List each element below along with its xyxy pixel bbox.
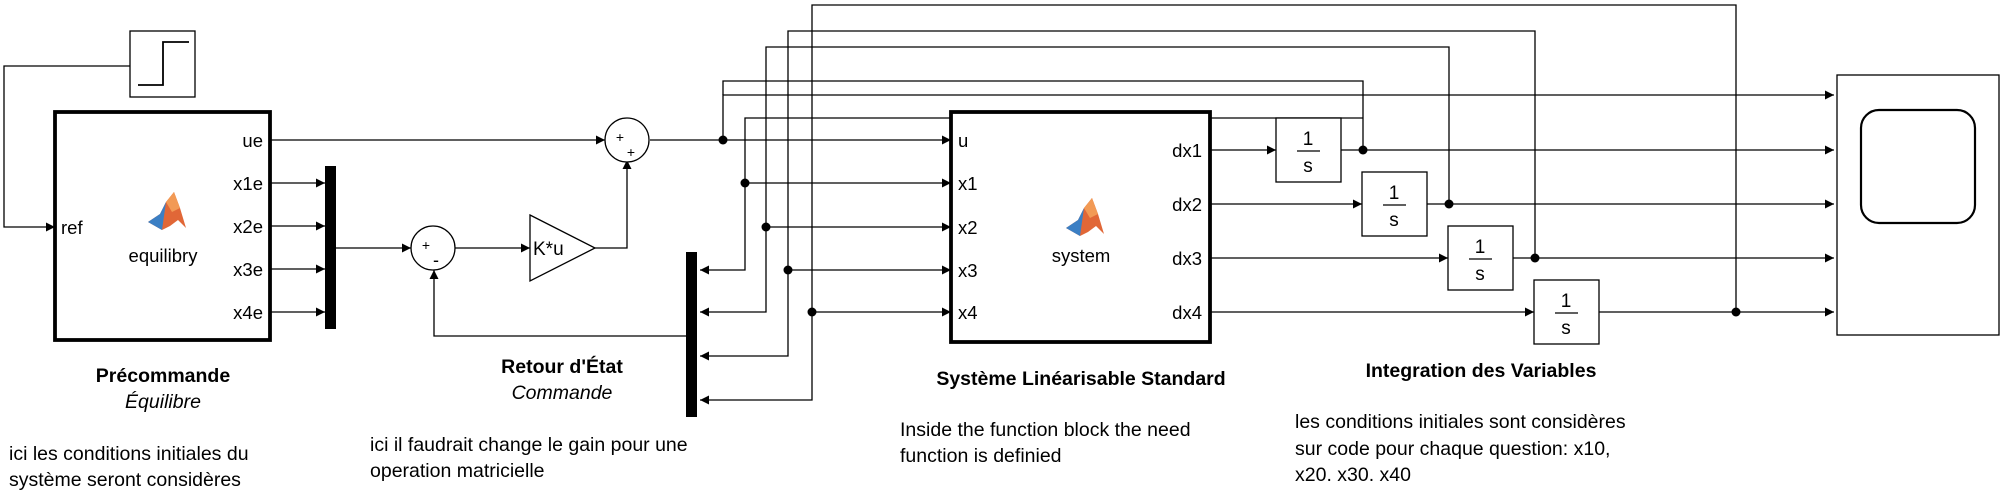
port-u: u — [958, 130, 968, 151]
branch-points — [718, 135, 1741, 317]
integrator-num: 1 — [1303, 129, 1314, 150]
note-line: ici les conditions initiales du — [9, 443, 249, 465]
port-x2e: x2e — [233, 216, 263, 237]
integrator-den: s — [1561, 318, 1571, 339]
sum-sign: + — [422, 237, 430, 253]
matlab-logo-icon — [1066, 198, 1104, 236]
gain-block[interactable]: K*u — [529, 213, 597, 283]
integrator-num: 1 — [1475, 237, 1486, 258]
caption-retour-subtitle: Commande — [512, 382, 613, 404]
wire-x2-to-mux[interactable] — [700, 227, 767, 317]
step-block[interactable] — [129, 30, 196, 98]
branch-dot — [807, 307, 817, 317]
mux-block[interactable] — [325, 166, 336, 329]
scope-block[interactable] — [1836, 74, 2000, 336]
mux-block[interactable] — [686, 252, 697, 417]
integrator-den: s — [1303, 156, 1313, 177]
port-x3e: x3e — [233, 259, 263, 280]
wire-x1-to-mux[interactable] — [700, 183, 746, 275]
caption-precommande-title: Précommande — [96, 365, 231, 387]
wire-x2-loop[interactable] — [765, 46, 1450, 227]
wire-x1-loop[interactable] — [722, 80, 1364, 150]
wire-x3-to-mux[interactable] — [700, 270, 789, 361]
port-x4e: x4e — [233, 302, 263, 323]
wire-gain-to-sum[interactable] — [595, 160, 632, 249]
branch-dot — [718, 135, 728, 145]
port-dx4: dx4 — [1172, 302, 1202, 323]
port-ue: ue — [242, 130, 263, 151]
port-x1e: x1e — [233, 173, 263, 194]
integrator-den: s — [1389, 210, 1399, 231]
wire-feedback[interactable] — [429, 270, 686, 337]
note-line: x20. x30. x40 — [1295, 464, 1411, 486]
matlab-logo-icon — [148, 192, 186, 230]
branch-dot — [1731, 307, 1741, 317]
branch-dot — [1444, 199, 1454, 209]
wire-x4-loop[interactable] — [811, 4, 1737, 312]
port-dx2: dx2 — [1172, 194, 1202, 215]
wire-step-to-ref[interactable] — [3, 65, 130, 232]
sum-feedback-block[interactable]: + - — [410, 225, 456, 271]
note-line: Inside the function block the need — [900, 419, 1191, 441]
integrator-num: 1 — [1561, 291, 1572, 312]
branch-dot — [1530, 253, 1540, 263]
signal-wires — [3, 4, 1834, 405]
integrator-block[interactable]: 1 s — [1533, 279, 1600, 345]
port-x2: x2 — [958, 217, 978, 238]
branch-dot — [761, 222, 771, 232]
precommande-name: equilibry — [129, 245, 199, 266]
wire-x3-loop[interactable] — [787, 30, 1536, 270]
scope-icon — [1859, 108, 1977, 225]
port-dx3: dx3 — [1172, 248, 1202, 269]
integrator-block[interactable]: 1 s — [1447, 225, 1514, 291]
system-name: system — [1052, 245, 1111, 266]
branch-dot — [1358, 145, 1368, 155]
note-system: Inside the function block the need funct… — [900, 419, 1191, 467]
sum-sign: + — [627, 144, 635, 160]
note-retour: ici il faudrait change le gain pour une … — [370, 434, 688, 482]
note-line: système seront considères — [9, 469, 241, 491]
note-line: function is definied — [900, 445, 1062, 467]
note-line: ici il faudrait change le gain pour une — [370, 434, 688, 456]
note-integration: les conditions initiales sont considères… — [1295, 411, 1626, 486]
caption-precommande-subtitle: Équilibre — [125, 390, 201, 413]
wire-x4-to-mux[interactable] — [700, 312, 813, 405]
branch-dot — [783, 265, 793, 275]
precommande-block[interactable]: ref ue x1e x2e x3e x4e equilibry — [53, 110, 272, 342]
note-line: les conditions initiales sont considères — [1295, 411, 1626, 433]
note-precommande: ici les conditions initiales du système … — [9, 443, 249, 491]
integrator-num: 1 — [1389, 183, 1400, 204]
port-ref: ref — [61, 217, 83, 238]
caption-integration-title: Integration des Variables — [1366, 360, 1597, 382]
port-x1: x1 — [958, 173, 978, 194]
port-x3: x3 — [958, 260, 978, 281]
note-line: operation matricielle — [370, 460, 545, 482]
branch-dot — [740, 178, 750, 188]
sum-input-block[interactable]: + + — [604, 117, 650, 163]
note-line: sur code pour chaque question: x10, — [1295, 438, 1610, 460]
sum-sign: - — [433, 250, 439, 270]
caption-system-title: Système Linéarisable Standard — [936, 368, 1225, 390]
integrator-block[interactable]: 1 s — [1275, 117, 1342, 183]
system-block[interactable]: u x1 x2 x3 x4 dx1 dx2 dx3 dx4 system — [949, 110, 1212, 344]
integrator-block[interactable]: 1 s — [1361, 171, 1428, 237]
gain-label: K*u — [533, 239, 564, 260]
integrator-den: s — [1475, 264, 1485, 285]
port-dx1: dx1 — [1172, 140, 1202, 161]
caption-retour-title: Retour d'État — [501, 355, 623, 378]
sum-sign: + — [616, 129, 624, 145]
step-icon — [138, 41, 189, 86]
port-x4: x4 — [958, 302, 978, 323]
